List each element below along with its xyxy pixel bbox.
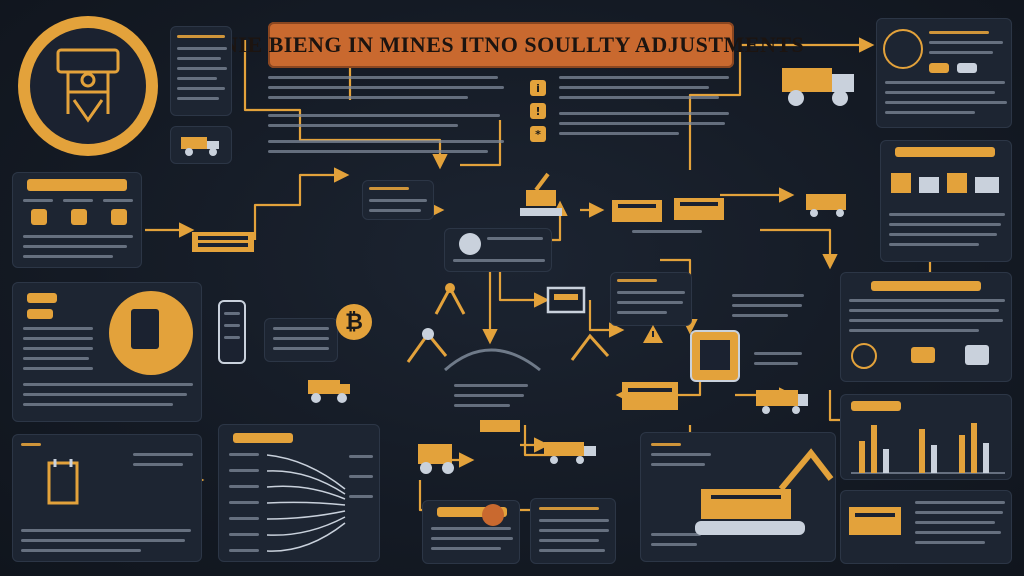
bottom-note-panel-1 — [422, 500, 520, 564]
info-icon: i — [530, 80, 546, 96]
generator-icon-3 — [622, 382, 678, 410]
top-right-panel — [876, 18, 1012, 128]
wiring-panel — [218, 424, 380, 562]
loader-icon — [418, 444, 454, 474]
rig-panel — [218, 300, 246, 364]
monitor-notes — [750, 348, 810, 374]
center-summary-panel — [448, 378, 534, 418]
mining-truck-icon — [782, 68, 854, 106]
hauler-icon — [756, 390, 808, 414]
title-banner: TINIE BIENG IN MINES ITNO SOULLTY ADJUST… — [198, 22, 804, 68]
lamp-icon — [434, 283, 466, 315]
adjustments-text — [555, 68, 735, 148]
process-label-panel — [362, 180, 434, 220]
power-panel — [12, 434, 202, 562]
hand-icon: ! — [530, 103, 546, 119]
intro-panel — [170, 26, 232, 116]
power-transformer-icon — [47, 459, 79, 505]
hardware-panel — [12, 282, 202, 422]
crane-icon — [570, 333, 610, 361]
equipment-panel — [12, 172, 142, 268]
bottom-note-panel-2 — [530, 498, 616, 564]
drill-icon — [406, 328, 448, 363]
bottom-right-panel — [840, 490, 1012, 564]
tanker-icon — [544, 442, 596, 464]
warning-icon — [643, 325, 663, 343]
truck-panel — [170, 126, 232, 164]
generator-icon-1 — [612, 200, 662, 222]
settings-icon: * — [530, 126, 546, 142]
mining-medallion-icon — [18, 16, 158, 156]
bar-chart-icon — [851, 423, 1005, 474]
control-unit-icon — [546, 286, 586, 314]
excavator-panel — [640, 432, 836, 562]
excavator-small-icon — [520, 172, 562, 216]
conveyor-icon — [480, 420, 520, 432]
hardware-circle-icon — [109, 291, 193, 375]
dump-truck-icon — [308, 380, 350, 403]
monitor-panel — [690, 330, 740, 382]
stats-panel — [264, 318, 338, 362]
right-mid-text — [728, 290, 814, 324]
machine-row-icon — [891, 173, 999, 193]
operations-panel — [840, 272, 1012, 382]
generator-icon-2 — [674, 198, 724, 220]
page-title: TINIE BIENG IN MINES ITNO SOULLTY ADJUST… — [197, 32, 805, 57]
bitcoin-icon: ₿ — [336, 304, 372, 340]
generator-caption — [632, 230, 702, 233]
generator-icon-4 — [849, 507, 901, 535]
power-coin-icon — [482, 504, 504, 526]
drill-rig-icon — [806, 194, 846, 217]
server-rig-icon — [192, 232, 254, 252]
process-notes-panel — [610, 272, 692, 326]
analysis-panel — [880, 140, 1012, 262]
chart-panel — [840, 394, 1012, 480]
central-hub-panel — [444, 228, 552, 272]
description-panel — [262, 68, 514, 160]
excavator-icon — [695, 448, 834, 535]
